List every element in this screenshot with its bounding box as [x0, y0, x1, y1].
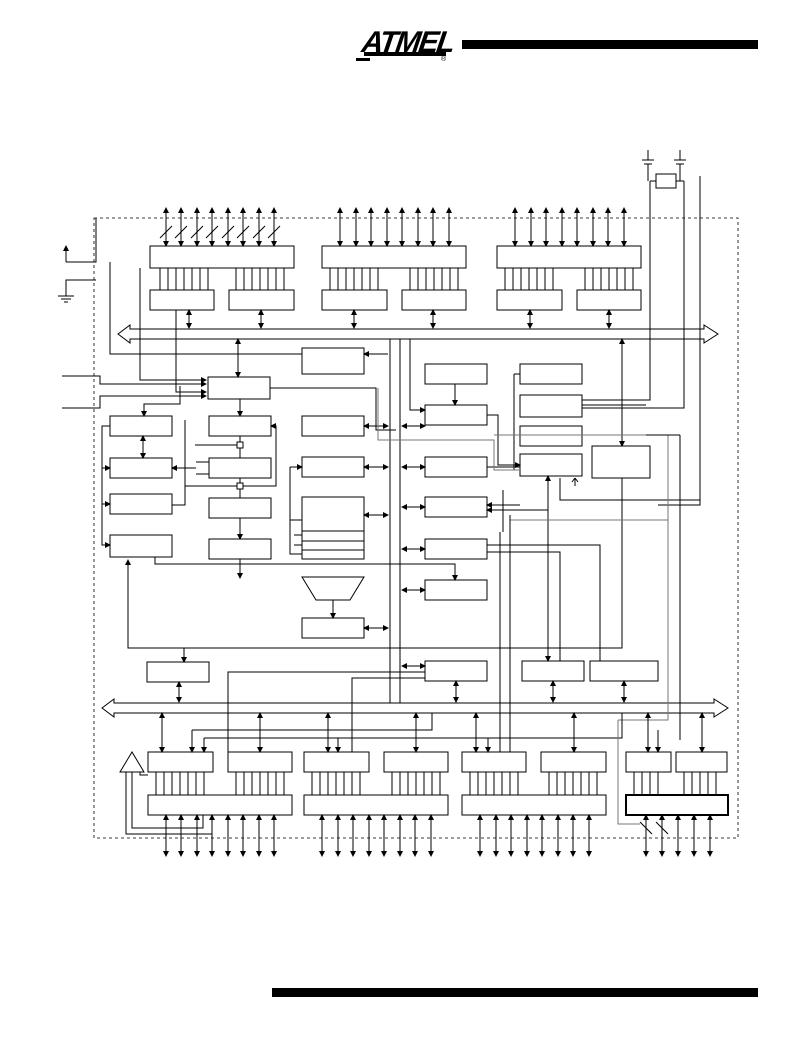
- port-a-drivers: [149, 245, 295, 269]
- oscillator-circuit: [519, 394, 583, 418]
- header-bar: [462, 40, 758, 49]
- spi-unit: [521, 660, 585, 682]
- port-b-pins: [337, 207, 452, 247]
- stack-pointer: [109, 415, 173, 437]
- alu: [301, 576, 365, 601]
- port-g-direction-register: [675, 751, 728, 773]
- port-a-direction-register: [228, 289, 295, 311]
- register-file: [208, 497, 272, 519]
- logo-underline: [356, 52, 446, 61]
- comparator-triangle: [119, 751, 145, 773]
- port-g-data-register: [625, 751, 672, 773]
- bottom-bus-links: [159, 712, 705, 753]
- port-c-direction-register: [576, 289, 642, 311]
- footer-bar: [272, 988, 758, 997]
- port-g-drivers: [625, 794, 729, 816]
- bottom-data-bus: [101, 698, 729, 718]
- watchdog-timer: [424, 404, 488, 426]
- status-register: [301, 617, 365, 639]
- top-driver-register-links: [159, 268, 634, 329]
- sram: [109, 534, 173, 558]
- instruction-decoder: [208, 415, 272, 437]
- crystal-oscillator: [582, 150, 701, 506]
- programming-logic: [589, 660, 659, 682]
- bottom-register-driver-links: [155, 772, 717, 795]
- port-d-pins: [163, 814, 277, 857]
- program-flash: [109, 493, 173, 515]
- mcu-status-register: [519, 425, 583, 447]
- program-counter: [109, 457, 173, 479]
- port-d-data-register: [147, 751, 214, 773]
- port-c-data-register: [496, 289, 563, 311]
- internal-connections: [62, 262, 700, 760]
- port-f-drivers: [461, 794, 607, 816]
- port-a-pins: [159, 207, 281, 247]
- port-b-direction-register: [401, 289, 467, 311]
- mcu-control-register: [424, 456, 488, 478]
- logo-registered-mark: ®: [441, 56, 447, 63]
- port-f-pins: [477, 814, 592, 857]
- internal-oscillator: [301, 347, 365, 375]
- port-d-drivers: [147, 794, 293, 816]
- adc: [591, 445, 651, 479]
- timer-counters: [424, 496, 488, 518]
- control-lines: [208, 457, 272, 479]
- vcc-gnd-symbols: [58, 218, 97, 303]
- timing-control: [519, 363, 583, 385]
- port-b-data-register: [321, 289, 388, 311]
- general-purpose-registers: [301, 415, 365, 437]
- port-e-data-register: [303, 751, 370, 773]
- alu-input: [208, 538, 272, 560]
- usart: [424, 660, 488, 682]
- port-e-pins: [319, 814, 434, 857]
- interrupt-unit: [424, 538, 488, 560]
- port-f-data-register: [461, 751, 527, 773]
- analog-comparator: [146, 661, 210, 683]
- eeprom: [424, 579, 488, 601]
- port-b-drivers: [321, 245, 467, 269]
- port-c-pins: [512, 207, 627, 247]
- x-y-z-registers: [301, 456, 365, 478]
- port-e-drivers: [303, 794, 449, 816]
- port-a-data-register: [149, 289, 215, 311]
- port-e-direction-register: [383, 751, 449, 773]
- register-file-stack: [301, 496, 365, 560]
- port-g-pins: [617, 720, 713, 857]
- port-d-direction-register: [227, 751, 293, 773]
- port-f-direction-register: [540, 751, 607, 773]
- watchdog-oscillator: [424, 363, 488, 385]
- top-data-bus: [117, 324, 719, 344]
- atmel-logo: [356, 24, 456, 68]
- instruction-register: [207, 376, 271, 400]
- twi-unit: [519, 453, 583, 477]
- port-c-drivers: [496, 245, 642, 269]
